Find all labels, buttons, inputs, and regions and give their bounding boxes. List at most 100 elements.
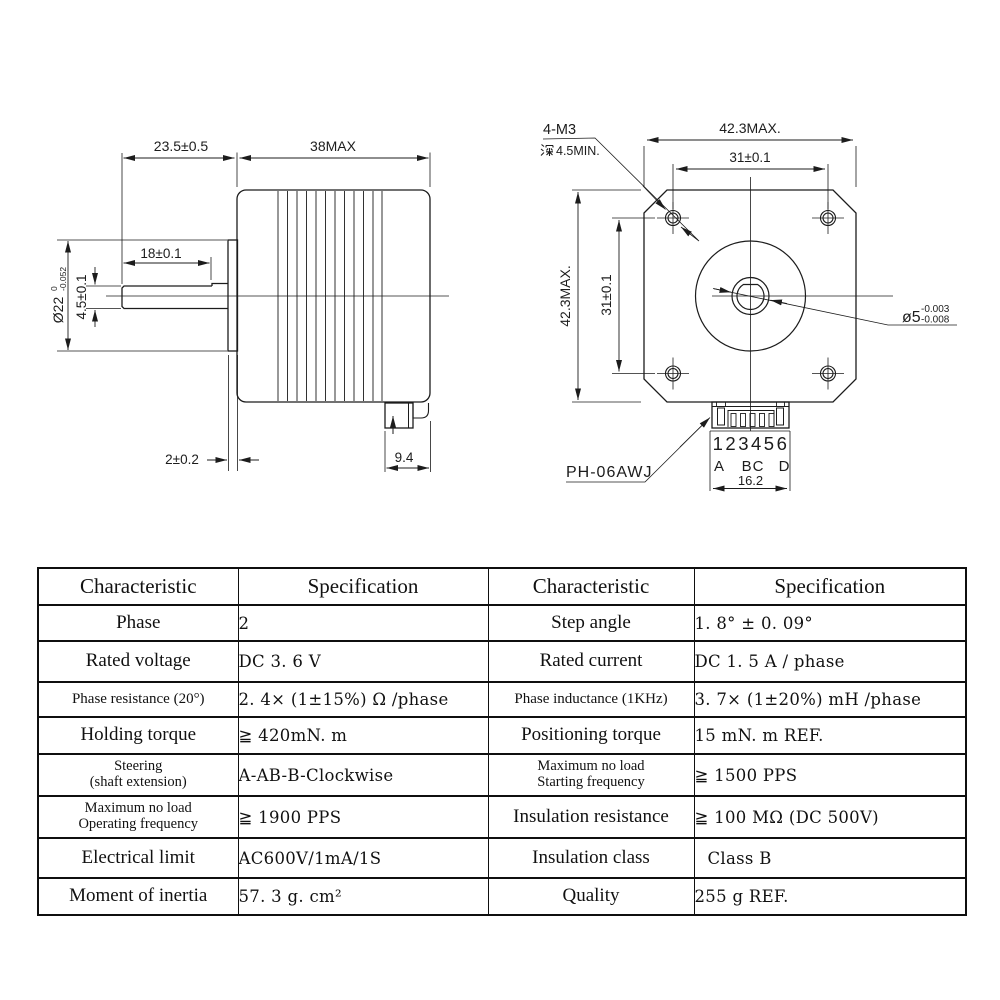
ext-lines-holes-h xyxy=(672,164,829,209)
shaft-dia-tol-upper: -0.003 xyxy=(921,304,950,315)
table-row: Phase resistance (20°) 2. 4× (1±15%) Ω /… xyxy=(37,681,967,718)
char-cell: Maximum no load Operating frequency xyxy=(37,795,239,839)
connector-model-label: PH-06AWJ xyxy=(566,464,653,481)
spec-cell: ≧ 420mN. m xyxy=(237,716,489,755)
connector-front-topline xyxy=(712,402,789,407)
shaft-side xyxy=(121,282,228,310)
endcap-tab xyxy=(412,403,430,419)
table-row: Phase 2 Step angle 1. 8° ± 0. 09° xyxy=(37,604,967,642)
pin-letter-a: A xyxy=(714,458,724,475)
char-cell: Insulation resistance xyxy=(487,795,695,839)
ext-lines-holes-v xyxy=(612,217,655,374)
table-row: Maximum no load Operating frequency ≧ 19… xyxy=(37,795,967,839)
dim-text-flat-height-group: 4.5±0.1 xyxy=(74,275,89,320)
connector-leader-arrow xyxy=(679,417,711,448)
connector-pin-slots xyxy=(730,413,775,427)
dim-text-pilot-dia: Ø22 xyxy=(50,297,66,324)
spec-cell: AC600V/1mA/1S xyxy=(237,837,489,879)
shaft-dia-tol-lower: -0.008 xyxy=(921,315,950,326)
dim-text-holes-v-group: 31±0.1 xyxy=(599,274,614,315)
ext-lines-flat-height xyxy=(86,285,121,309)
dim-text-pilot-tol-upper: 0 xyxy=(49,286,59,291)
spec-cell: 2 xyxy=(237,604,489,642)
screws-label: 4-M3 xyxy=(543,122,576,138)
spec-cell: ≧ 100 MΩ (DC 500V) xyxy=(693,795,967,839)
header-characteristic-right: Characteristic xyxy=(487,567,695,606)
dim-text-holes-h: 31±0.1 xyxy=(729,150,770,165)
char-cell: Moment of inertia xyxy=(37,877,239,916)
dim-text-pilot-dia-group: Ø22 0 -0.052 xyxy=(49,267,68,324)
front-view xyxy=(542,137,957,492)
shaft-dia-arrow-right xyxy=(770,299,788,306)
pilot-boss xyxy=(227,239,239,352)
spec-cell: A-AB-B-Clockwise xyxy=(237,753,489,797)
pin-letter-d: D xyxy=(779,458,790,475)
ext-lines-body-width xyxy=(643,146,857,187)
spec-cell: ≧ 1900 PPS xyxy=(237,795,489,839)
spec-cell: 3. 7× (1±20%) mH /phase xyxy=(693,681,967,718)
char-cell: Phase xyxy=(37,604,239,642)
hole-centermarks xyxy=(657,202,844,390)
dim-text-flat-length: 18±0.1 xyxy=(140,246,181,261)
connector-front xyxy=(711,401,790,429)
spec-cell: Class B xyxy=(693,837,967,879)
dim-text-body-width: 42.3MAX. xyxy=(719,120,780,136)
char-cell: Insulation class xyxy=(487,837,695,879)
screw-leader-arrow-2 xyxy=(680,226,700,242)
dim-text-connector-width: 16.2 xyxy=(738,473,763,488)
connector-lock-right xyxy=(776,407,784,426)
header-specification-right: Specification xyxy=(693,567,967,606)
spec-cell: ≧ 1500 PPS xyxy=(693,753,967,797)
spec-cell: 57. 3 g. cm² xyxy=(237,877,489,916)
dim-text-flat-height: 4.5±0.1 xyxy=(74,275,89,320)
ext-lines-body-height xyxy=(572,189,641,403)
dim-text-connector-depth: 9.4 xyxy=(395,450,414,465)
header-specification-left: Specification xyxy=(237,567,489,606)
screw-leader-arrow-1 xyxy=(642,185,666,210)
char-cell: Steering (shaft extension) xyxy=(37,753,239,797)
spec-cell: 255 g REF. xyxy=(693,877,967,916)
shaft-dia-arrow-left xyxy=(713,286,732,293)
shaft-flat-circle xyxy=(736,283,765,310)
pin-numbers-label: 123456 xyxy=(713,433,790,454)
side-view xyxy=(57,152,449,472)
dim-text-body-length: 38MAX xyxy=(310,138,357,154)
table-row: Moment of inertia 57. 3 g. cm² Quality 2… xyxy=(37,877,967,916)
table-row: Rated voltage DC 3. 6 V Rated current DC… xyxy=(37,640,967,683)
table-header-row: Characteristic Specification Characteris… xyxy=(37,567,967,606)
front-centerlines xyxy=(712,177,893,431)
char-cell: Maximum no load Starting frequency xyxy=(487,753,695,797)
ext-lines-flange xyxy=(228,355,238,471)
char-cell: Step angle xyxy=(487,604,695,642)
dim-text-body-height: 42.3MAX. xyxy=(557,265,573,326)
pin-label-box xyxy=(709,430,791,491)
ext-lines-connector-depth xyxy=(384,421,431,472)
spec-cell: 1. 8° ± 0. 09° xyxy=(693,604,967,642)
pin-letters-bc: BC xyxy=(742,458,765,475)
spec-cell: DC 3. 6 V xyxy=(237,640,489,683)
ext-lines-pilot-dia xyxy=(57,239,227,352)
table-row: Holding torque ≧ 420mN. m Positioning to… xyxy=(37,716,967,755)
char-cell: Rated voltage xyxy=(37,640,239,683)
char-cell: Positioning torque xyxy=(487,716,695,755)
dim-text-holes-v: 31±0.1 xyxy=(599,274,614,315)
connector-comb xyxy=(727,410,775,427)
spec-table: Characteristic Specification Characteris… xyxy=(37,567,967,916)
table-row: Steering (shaft extension) A-AB-B-Clockw… xyxy=(37,753,967,797)
dim-text-flange: 2±0.2 xyxy=(165,452,199,467)
ext-lines-front-length xyxy=(121,152,238,284)
technical-drawing-svg: 23.5±0.5 38MAX 18±0.1 4.5±0.1 Ø22 0 -0.0… xyxy=(49,120,957,492)
char-cell: Holding torque xyxy=(37,716,239,755)
screw-depth-label: 4.5MIN. xyxy=(556,144,600,158)
char-cell: Phase resistance (20°) xyxy=(37,681,239,718)
shaft-dia-label: ø5 xyxy=(902,309,921,326)
spec-cell: DC 1. 5 A / phase xyxy=(693,640,967,683)
char-cell: Electrical limit xyxy=(37,837,239,879)
faceplate-outline xyxy=(643,189,857,403)
header-characteristic-left: Characteristic xyxy=(37,567,239,606)
depth-cjk-glyph xyxy=(540,144,554,156)
dim-text-front-length: 23.5±0.5 xyxy=(154,138,209,154)
dim-text-pilot-tol-lower: -0.052 xyxy=(58,267,68,291)
table-row: Electrical limit AC600V/1mA/1S Insulatio… xyxy=(37,837,967,879)
